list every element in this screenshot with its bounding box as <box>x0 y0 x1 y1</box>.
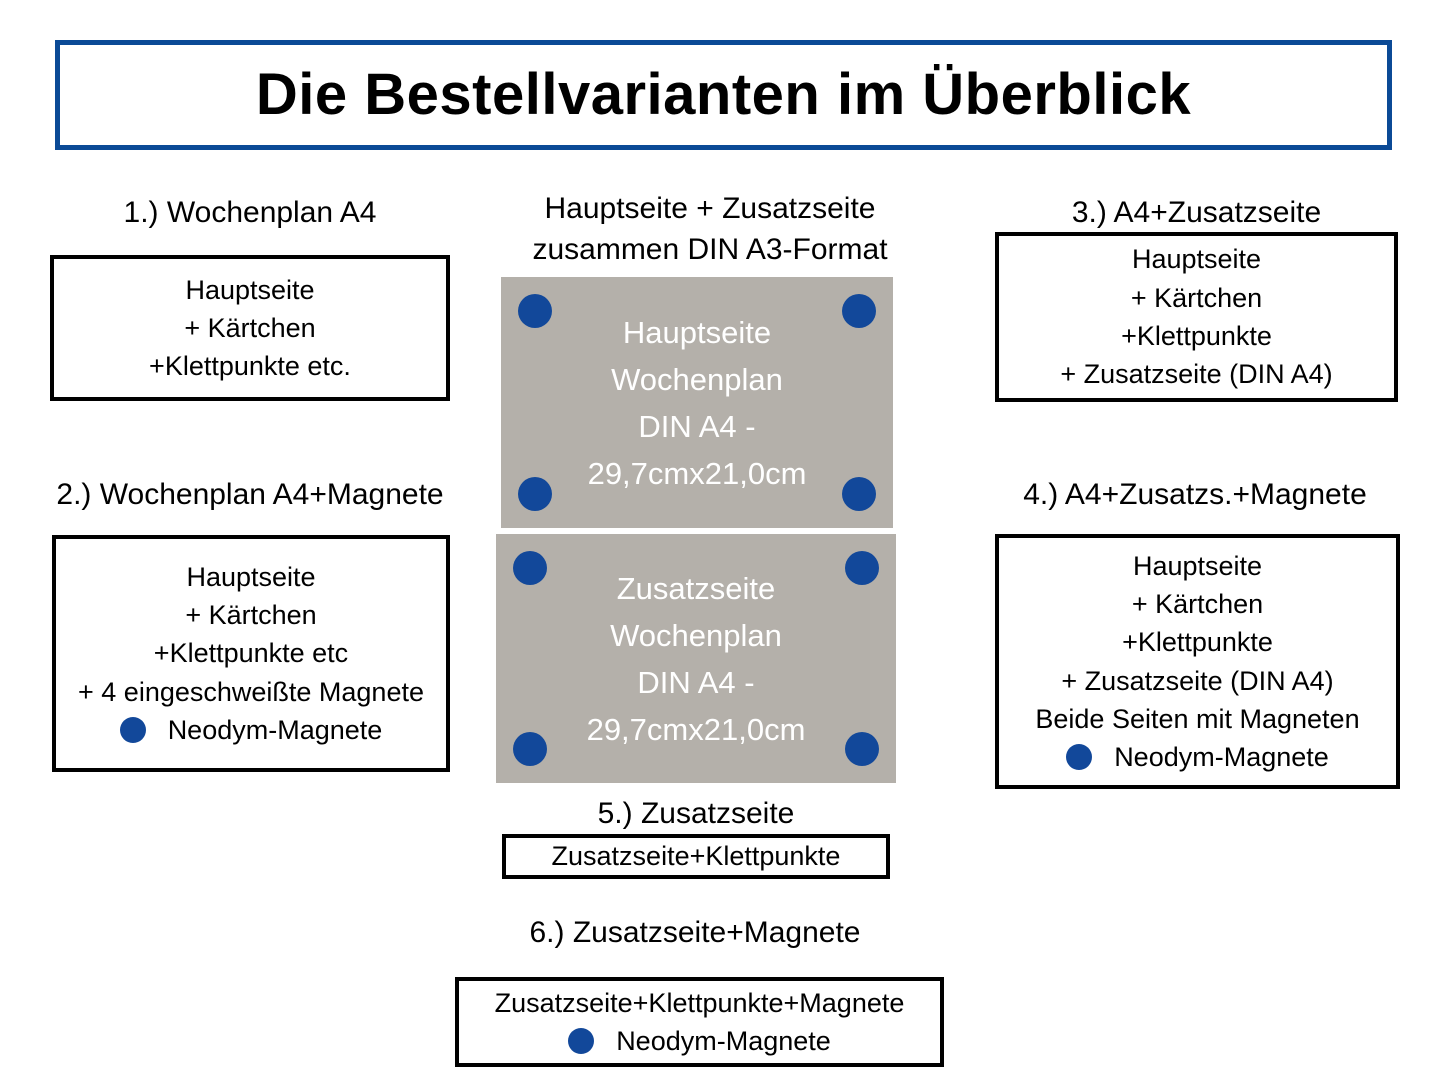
variant-1-heading: 1.) Wochenplan A4 <box>123 196 377 229</box>
zusatzseite-card: Zusatzseite Wochenplan DIN A4 - 29,7cmx2… <box>496 534 896 783</box>
variant-4-legend-label: Neodym-Magnete <box>1114 742 1329 773</box>
zusatzseite-card-line-1: Zusatzseite <box>616 570 776 606</box>
magnet-dot-bottom-left-icon <box>518 477 552 511</box>
variant-2-legend-label: Neodym-Magnete <box>167 714 383 745</box>
variant-4-line-4: + Zusatzseite (DIN A4) <box>1061 665 1334 696</box>
variant-1-line-3: +Klettpunkte etc. <box>149 351 351 382</box>
zusatzseite-card-line-2: Wochenplan <box>610 617 782 653</box>
hauptseite-card-line-2: Wochenplan <box>611 361 783 397</box>
zusatzseite-card-line-4: 29,7cmx21,0cm <box>586 711 806 747</box>
variant-1-line-2: + Kärtchen <box>184 312 316 343</box>
variant-2-line-1: Hauptseite <box>186 561 316 592</box>
title-banner: Die Bestellvarianten im Überblick <box>55 40 1392 150</box>
hauptseite-card-line-4: 29,7cmx21,0cm <box>587 455 807 491</box>
variant-2-heading: 2.) Wochenplan A4+Magnete <box>56 478 444 511</box>
variant-2-line-4: + 4 eingeschweißte Magnete <box>78 676 424 707</box>
variant-6-legend: Neodym-Magnete <box>568 1022 831 1060</box>
variant-3-line-1: Hauptseite <box>1131 244 1262 275</box>
variant-6-line-1: Zusatzseite+Klettpunkte+Magnete <box>494 987 905 1018</box>
zusatzseite-card-text: Zusatzseite Wochenplan DIN A4 - 29,7cmx2… <box>496 564 896 752</box>
variant-3-heading: 3.) A4+Zusatzseite <box>1071 196 1322 229</box>
magnet-dot-top-right-icon <box>842 294 876 328</box>
variant-4-line-1: Hauptseite <box>1132 550 1263 581</box>
variant-1-box: Hauptseite + Kärtchen +Klettpunkte etc. <box>50 255 450 401</box>
variant-3-line-3: +Klettpunkte <box>1121 321 1272 351</box>
hauptseite-card-line-1: Hauptseite <box>622 314 772 350</box>
variant-5-box: Zusatzseite+Klettpunkte <box>502 834 890 879</box>
zusatzseite-card-line-3: DIN A4 - <box>637 664 755 700</box>
neodym-magnet-dot-icon <box>119 717 146 744</box>
hauptseite-card: Hauptseite Wochenplan DIN A4 - 29,7cmx21… <box>501 277 893 528</box>
magnet-dot-top-left-icon <box>513 551 547 585</box>
variant-5-line-1: Zusatzseite+Klettpunkte <box>551 841 841 872</box>
variant-3-line-4: + Zusatzseite (DIN A4) <box>1060 359 1333 390</box>
magnet-dot-bottom-right-icon <box>842 477 876 511</box>
variant-6-legend-label: Neodym-Magnete <box>616 1026 831 1056</box>
hauptseite-card-line-3: DIN A4 - <box>638 408 756 444</box>
variant-2-line-3: +Klettpunkte etc <box>153 638 349 669</box>
magnet-dot-bottom-right-icon <box>845 732 879 766</box>
center-heading: Hauptseite + Zusatzseite zusammen DIN A3… <box>470 188 950 271</box>
variant-4-line-3: +Klettpunkte <box>1122 627 1273 658</box>
magnet-dot-bottom-left-icon <box>513 732 547 766</box>
variant-4-line-5: Beide Seiten mit Magneten <box>1035 703 1360 734</box>
variant-2-box: Hauptseite + Kärtchen +Klettpunkte etc +… <box>52 535 450 772</box>
center-heading-line-2: zusammen DIN A3-Format <box>532 233 888 267</box>
variant-5-heading: 5.) Zusatzseite <box>597 797 795 830</box>
neodym-magnet-dot-icon <box>1066 744 1093 771</box>
variant-6-heading: 6.) Zusatzseite+Magnete <box>529 916 861 949</box>
variant-6-box: Zusatzseite+Klettpunkte+Magnete Neodym-M… <box>455 977 944 1067</box>
hauptseite-card-text: Hauptseite Wochenplan DIN A4 - 29,7cmx21… <box>501 308 893 496</box>
variant-4-legend: Neodym-Magnete <box>1066 738 1329 776</box>
variant-3-line-2: + Kärtchen <box>1130 282 1263 313</box>
variant-4-line-2: + Kärtchen <box>1131 588 1264 619</box>
variant-1-line-1: Hauptseite <box>185 274 315 305</box>
magnet-dot-top-right-icon <box>845 551 879 585</box>
variant-4-heading: 4.) A4+Zusatzs.+Magnete <box>1023 478 1367 511</box>
center-heading-line-1: Hauptseite + Zusatzseite <box>544 192 876 225</box>
variant-2-legend: Neodym-Magnete <box>119 711 383 749</box>
magnet-dot-top-left-icon <box>518 294 552 328</box>
variant-4-box: Hauptseite + Kärtchen +Klettpunkte + Zus… <box>995 534 1400 789</box>
variant-2-line-2: + Kärtchen <box>185 600 317 630</box>
page-title: Die Bestellvarianten im Überblick <box>255 62 1192 127</box>
variant-3-box: Hauptseite + Kärtchen +Klettpunkte + Zus… <box>995 232 1398 402</box>
neodym-magnet-dot-icon <box>568 1028 595 1055</box>
